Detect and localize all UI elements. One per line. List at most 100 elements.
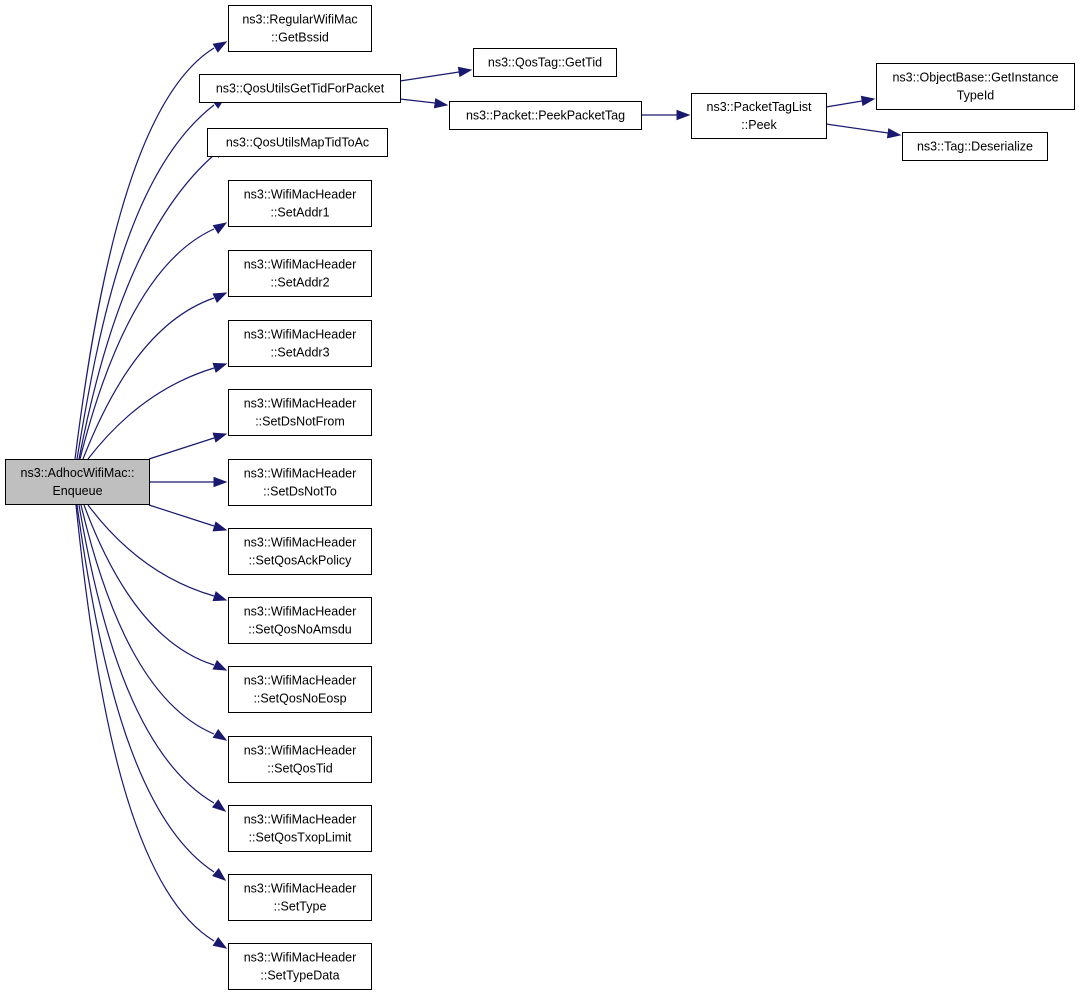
- node-setqostxoplimit[interactable]: ns3::WifiMacHeader::SetQosTxopLimit: [228, 805, 372, 852]
- edge-arrowhead: [212, 936, 228, 949]
- node-setaddr1[interactable]: ns3::WifiMacHeader::SetAddr1: [228, 180, 372, 227]
- node-label: TypeId: [957, 89, 995, 103]
- node-label: ::SetQosTid: [267, 762, 333, 776]
- node-box: [228, 459, 372, 506]
- edge-enqueue-to-qosgettid: [76, 96, 227, 460]
- node-label: ns3::Tag::Deserialize: [917, 140, 1033, 154]
- edge-peekpackettag-to-packettaglistpeek: [641, 109, 691, 121]
- node-setqostid[interactable]: ns3::WifiMacHeader::SetQosTid: [228, 736, 372, 783]
- node-box: [228, 320, 372, 367]
- node-label: ns3::PacketTagList: [707, 100, 812, 114]
- node-label: ns3::WifiMacHeader: [244, 744, 357, 758]
- edge-arrowhead: [211, 799, 227, 812]
- edge-arrowhead: [212, 41, 228, 53]
- edge-arrowhead: [212, 362, 228, 373]
- edge-arrowhead: [212, 867, 227, 881]
- node-label: ns3::ObjectBase::GetInstance: [892, 71, 1058, 85]
- edge-packettaglistpeek-to-tagdeserialize: [825, 123, 902, 139]
- edge-line: [76, 504, 215, 873]
- edge-packettaglistpeek-to-getinstancetypeid: [825, 95, 876, 108]
- edge-line: [76, 104, 215, 460]
- node-label: ::Peek: [741, 118, 777, 132]
- edge-enqueue-to-settype: [76, 504, 227, 881]
- node-setqosnoeosp[interactable]: ns3::WifiMacHeader::SetQosNoEosp: [228, 666, 372, 713]
- node-qosmaptid[interactable]: ns3::QosUtilsMapTidToAc: [207, 128, 388, 157]
- node-box: [228, 736, 372, 783]
- edge-line: [825, 123, 889, 134]
- edge-enqueue-to-getbssid: [74, 41, 228, 460]
- edge-line: [78, 154, 215, 460]
- node-box: [228, 943, 372, 990]
- edge-line: [87, 367, 215, 460]
- edge-enqueue-to-setqosnoeosp: [83, 504, 228, 671]
- edge-arrowhead: [676, 109, 691, 121]
- node-label: ns3::WifiMacHeader: [244, 951, 357, 965]
- edge-line: [87, 504, 215, 597]
- edge-arrowhead: [860, 95, 876, 107]
- node-box: [902, 132, 1048, 161]
- node-label: ns3::RegularWifiMac: [242, 13, 357, 27]
- node-setaddr2[interactable]: ns3::WifiMacHeader::SetAddr2: [228, 250, 372, 297]
- node-peekpackettag[interactable]: ns3::Packet::PeekPacketTag: [449, 101, 642, 130]
- node-settype[interactable]: ns3::WifiMacHeader::SetType: [228, 874, 372, 921]
- node-qosgettid[interactable]: ns3::QosUtilsGetTidForPacket: [199, 74, 401, 103]
- node-setdsnotfrom[interactable]: ns3::WifiMacHeader::SetDsNotFrom: [228, 389, 372, 436]
- node-label: ::SetAddr2: [270, 276, 329, 290]
- node-box: [5, 459, 150, 505]
- node-setqosackpolicy[interactable]: ns3::WifiMacHeader::SetQosAckPolicy: [228, 528, 372, 575]
- node-packettaglistpeek[interactable]: ns3::PacketTagList::Peek: [691, 93, 827, 139]
- node-setqosnoamsdu[interactable]: ns3::WifiMacHeader::SetQosNoAmsdu: [228, 597, 372, 644]
- node-tagdeserialize[interactable]: ns3::Tag::Deserialize: [902, 132, 1048, 161]
- node-box: [199, 74, 401, 103]
- node-box: [449, 101, 642, 130]
- edge-enqueue-to-setdsnotto: [149, 476, 228, 488]
- edge-line: [148, 437, 215, 460]
- node-label: ns3::WifiMacHeader: [244, 674, 357, 688]
- node-label: ns3::WifiMacHeader: [244, 882, 357, 896]
- edge-arrowhead: [457, 66, 473, 78]
- edge-line: [79, 228, 215, 460]
- node-setdsnotto[interactable]: ns3::WifiMacHeader::SetDsNotTo: [228, 459, 372, 506]
- edge-line: [148, 504, 215, 527]
- node-getbssid[interactable]: ns3::RegularWifiMac::GetBssid: [228, 5, 372, 52]
- edge-arrowhead: [212, 591, 228, 602]
- node-box: [228, 597, 372, 644]
- node-label: ns3::QosUtilsMapTidToAc: [226, 136, 369, 150]
- node-label: ns3::WifiMacHeader: [244, 258, 357, 272]
- node-box: [228, 666, 372, 713]
- edge-line: [75, 504, 215, 942]
- edge-enqueue-to-setqosnoamsdu: [87, 504, 228, 602]
- node-box: [228, 874, 372, 921]
- node-label: ns3::WifiMacHeader: [244, 813, 357, 827]
- node-label: ::SetType: [274, 900, 327, 914]
- edge-enqueue-to-setqostid: [80, 504, 228, 741]
- node-settypedata[interactable]: ns3::WifiMacHeader::SetTypeData: [228, 943, 372, 990]
- edge-line: [83, 504, 215, 666]
- node-setaddr3[interactable]: ns3::WifiMacHeader::SetAddr3: [228, 320, 372, 367]
- node-box: [691, 93, 827, 139]
- edge-layer: [74, 41, 902, 949]
- node-enqueue[interactable]: ns3::AdhocWifiMac::Enqueue: [5, 459, 150, 505]
- node-label: Enqueue: [52, 484, 102, 498]
- node-label: ::SetQosNoEosp: [253, 692, 346, 706]
- edge-arrowhead: [212, 659, 228, 671]
- node-qostaggettid[interactable]: ns3::QosTag::GetTid: [473, 48, 617, 77]
- edge-enqueue-to-setdsnotfrom: [148, 432, 228, 460]
- node-label: ::SetAddr1: [270, 206, 329, 220]
- node-label: ns3::WifiMacHeader: [244, 467, 357, 481]
- node-label: ns3::QosTag::GetTid: [488, 56, 602, 70]
- edge-line: [399, 71, 460, 82]
- edge-enqueue-to-settypedata: [75, 504, 228, 949]
- node-label: ns3::WifiMacHeader: [244, 605, 357, 619]
- node-box: [228, 250, 372, 297]
- node-box: [228, 805, 372, 852]
- node-label: ::SetQosNoAmsdu: [248, 623, 352, 637]
- edge-line: [82, 297, 215, 460]
- edge-arrowhead: [212, 292, 228, 304]
- node-label: ::SetAddr3: [270, 346, 329, 360]
- edge-qosgettid-to-qostaggettid: [399, 66, 473, 82]
- edge-enqueue-to-setaddr2: [82, 292, 228, 460]
- node-label: ns3::AdhocWifiMac::: [21, 466, 135, 480]
- edge-arrowhead: [433, 98, 449, 109]
